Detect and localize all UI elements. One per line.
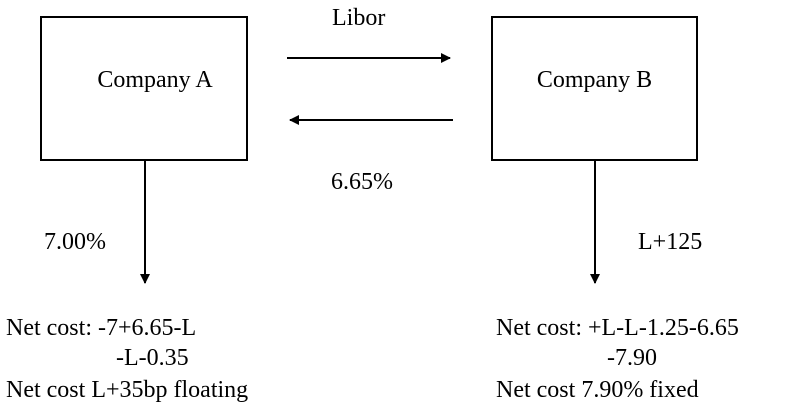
flow-libor-label: Libor <box>332 5 386 31</box>
company-b-box: Company B <box>491 16 698 161</box>
company-a-box: Company A <box>40 16 248 161</box>
company-b-label: Company B <box>536 67 653 93</box>
company-b-net-cost-line1: Net cost: +L-L-1.25-6.65 <box>496 315 739 341</box>
company-b-outflow-label: L+125 <box>638 229 703 255</box>
company-a-net-cost-line2: -L-0.35 <box>116 345 189 371</box>
company-a-label: Company A <box>97 67 213 93</box>
company-b-net-cost-summary: Net cost 7.90% fixed <box>496 377 699 403</box>
flow-fixed-rate-label: 6.65% <box>331 169 393 195</box>
company-a-outflow-label: 7.00% <box>44 229 106 255</box>
company-a-net-cost-summary: Net cost L+35bp floating <box>6 377 249 403</box>
company-a-net-cost-line1: Net cost: -7+6.65-L <box>6 315 197 341</box>
company-b-net-cost-line2: -7.90 <box>607 345 657 371</box>
